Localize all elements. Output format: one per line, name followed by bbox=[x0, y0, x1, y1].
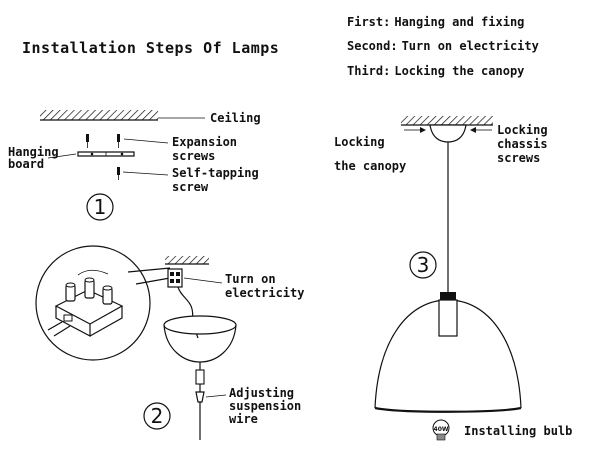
terminal-block-icon bbox=[47, 269, 124, 337]
step-3-illustration: Locking the canopy Locking chassis screw… bbox=[334, 116, 572, 441]
zoom-wire-1 bbox=[127, 267, 171, 273]
step-2-number-circle bbox=[143, 402, 171, 430]
step-1-number-circle bbox=[86, 193, 114, 221]
expansion-label: Expansion screws bbox=[172, 135, 244, 163]
step-list-item-second: Second:Turn on electricity bbox=[347, 39, 539, 53]
step-2-ceiling-hatch bbox=[165, 256, 209, 264]
self-tapping-leader bbox=[122, 171, 169, 176]
step-2-illustration: Turn on electricity Adjusting suspension… bbox=[35, 245, 308, 440]
step-2-number: 2 bbox=[151, 404, 164, 428]
hanging-board-label: Hanging board bbox=[8, 145, 66, 171]
step-list-item-first: First:Hanging and fixing bbox=[347, 15, 524, 29]
step-3-number: 3 bbox=[417, 253, 430, 277]
expansion-leader bbox=[123, 138, 169, 144]
step-3-number-circle bbox=[409, 251, 437, 279]
canopy-bowl-icon bbox=[163, 315, 237, 370]
hanging-board-leader bbox=[47, 153, 77, 159]
locking-arrow-right-icon bbox=[470, 127, 492, 133]
step-1-illustration: Ceiling Expansion screws Hanging board bbox=[8, 110, 266, 221]
terminal-zoom-circle bbox=[35, 245, 151, 361]
step-3-ceiling-hatch bbox=[401, 116, 493, 125]
page-title: Installation Steps Of Lamps bbox=[22, 39, 279, 57]
bulb-wattage-badge: 40W bbox=[434, 426, 449, 433]
locking-chassis-label: Locking chassis screws bbox=[497, 123, 555, 165]
installing-bulb-label: Installing bulb bbox=[464, 424, 572, 438]
locking-arrow-left-icon bbox=[404, 127, 426, 133]
hanging-board-icon bbox=[77, 151, 135, 157]
ceiling-hatch bbox=[40, 110, 158, 120]
self-tapping-label: Self-tapping screw bbox=[172, 166, 266, 194]
step-list-item-third: Third:Locking the canopy bbox=[347, 64, 524, 78]
zoom-wire-2 bbox=[135, 277, 171, 285]
turn-on-label: Turn on electricity bbox=[225, 272, 304, 300]
dome-lamp-shade-icon bbox=[374, 292, 522, 413]
locking-canopy-label: Locking the canopy bbox=[334, 135, 406, 173]
adjusting-label: Adjusting suspension wire bbox=[229, 386, 308, 426]
turn-on-leader bbox=[183, 277, 223, 284]
ceiling-canopy-icon bbox=[429, 124, 467, 143]
connector-box-icon bbox=[167, 268, 183, 288]
self-tapping-screw-icon bbox=[117, 167, 120, 180]
expansion-screw-icon bbox=[86, 134, 120, 148]
suspension-wire-icon bbox=[195, 369, 205, 440]
adjusting-leader bbox=[205, 394, 227, 398]
lightbulb-icon: 40W bbox=[432, 419, 450, 441]
steps-list: First:Hanging and fixing Second:Turn on … bbox=[347, 15, 539, 78]
ceiling-label: Ceiling bbox=[210, 111, 261, 125]
step-1-number: 1 bbox=[94, 195, 107, 219]
